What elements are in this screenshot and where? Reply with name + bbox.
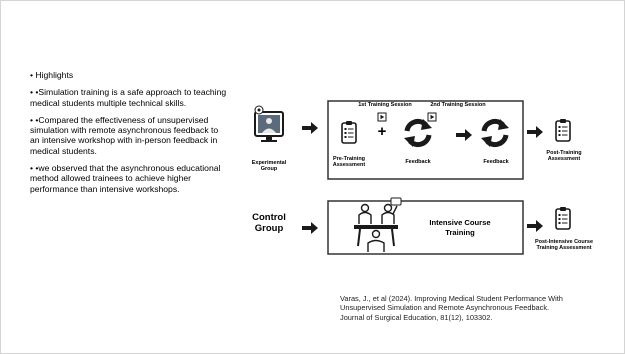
bullet-compared-effectiveness: • •Compared the effectiveness of unsuper… (30, 114, 219, 156)
control-group-label: Control Group (252, 212, 286, 234)
highlights-list: • Highlights • •Simulation training is a… (30, 70, 230, 201)
plus-sign: + (377, 123, 387, 140)
post-training-clipboard-icon (555, 118, 571, 142)
feedback-1-cycle-icon (404, 119, 432, 147)
control-box (327, 200, 524, 255)
citation-text: Varas, J., et al (2024). Improving Medic… (340, 294, 563, 322)
feedback-2-cycle-icon (481, 119, 509, 147)
arrow-to-control-box (302, 222, 318, 234)
monitor-video-icon (254, 105, 284, 142)
arrow-feedback-2 (456, 129, 472, 141)
pre-training-label: Pre-Training Assessment (332, 156, 366, 169)
bullet-simulation-training: • •Simulation training is a safe approac… (30, 87, 227, 108)
arrow-to-post-training (527, 126, 543, 138)
pre-training-clipboard-icon (341, 120, 357, 144)
video-2-icon (427, 112, 437, 122)
second-session-label: 2nd Training Session (430, 102, 486, 108)
arrow-to-experimental-box (302, 122, 318, 134)
experimental-group-text: Experimental Group (251, 160, 287, 173)
bullet-highlights: • Highlights (30, 70, 74, 80)
video-1-icon (377, 112, 387, 122)
post-training-label: Post-Training Assessment (546, 150, 582, 163)
post-intensive-label: Post-Intensive Course Training Assessmen… (534, 239, 594, 252)
feedback-2-label: Feedback (483, 159, 509, 165)
meeting-group-icon (354, 197, 402, 252)
experimental-box (327, 100, 524, 180)
experimental-group-label: Experimental Group (246, 160, 292, 173)
intensive-course-label: Intensive Course Training (429, 218, 491, 237)
arrow-to-post-intensive (527, 220, 543, 232)
post-intensive-clipboard-icon (555, 206, 571, 230)
bullet-asynchronous-method: • •we observed that the asynchronous edu… (30, 163, 221, 194)
first-session-label: 1st Training Session (358, 102, 412, 108)
feedback-1-label: Feedback (405, 159, 431, 165)
